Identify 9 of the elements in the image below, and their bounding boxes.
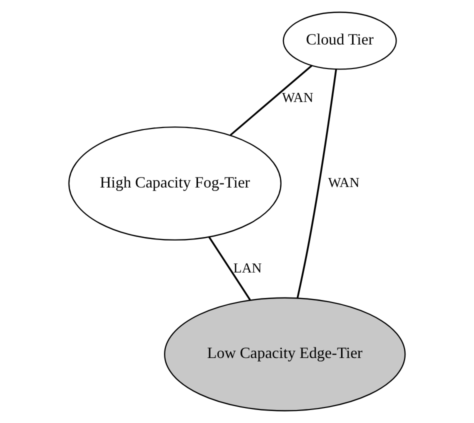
node-ellipse: Low Capacity Edge-Tier [164, 297, 406, 412]
edge-label: WAN [282, 90, 314, 105]
edge-label: WAN [328, 175, 360, 190]
edge-label: LAN [233, 260, 262, 276]
node-ellipse: High Capacity Fog-Tier [68, 126, 282, 241]
connector [208, 236, 251, 300]
node-ellipse: Cloud Tier [282, 12, 397, 70]
connector [296, 69, 337, 298]
connector [230, 64, 312, 136]
